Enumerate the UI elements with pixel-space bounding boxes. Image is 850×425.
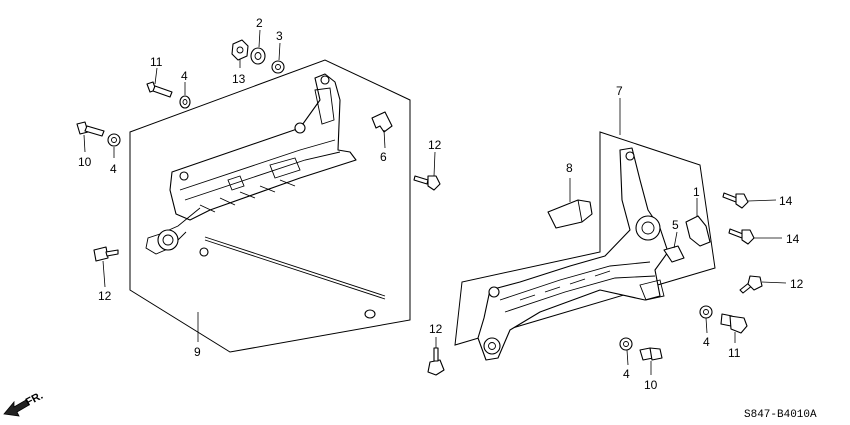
bolt-12-d xyxy=(427,347,445,376)
bolt-11-right xyxy=(720,313,748,334)
bolt-14-b xyxy=(728,228,755,245)
callout-4: 4 xyxy=(623,367,630,381)
leader-lines xyxy=(83,29,787,375)
washer-2 xyxy=(250,47,266,65)
front-direction-label: FR. xyxy=(24,390,45,409)
callout-14: 14 xyxy=(786,232,800,246)
bracket-1 xyxy=(685,215,711,247)
bolt-10-left xyxy=(76,121,105,137)
bolt-12-c xyxy=(739,275,763,294)
bolt-12-b xyxy=(93,246,119,262)
callout-1: 1 xyxy=(693,185,700,199)
washer-4-bottom xyxy=(619,337,633,351)
callout-14: 14 xyxy=(779,194,793,208)
clip-6 xyxy=(371,111,393,133)
bolt-10-right xyxy=(639,347,663,361)
clip xyxy=(364,309,376,319)
callout-6: 6 xyxy=(380,150,387,164)
callout-8: 8 xyxy=(566,161,573,175)
catalog-code: S847-B4010A xyxy=(744,409,817,421)
callout-13: 13 xyxy=(232,72,246,86)
callout-2: 2 xyxy=(256,16,263,30)
bolt-14-a xyxy=(722,192,749,209)
callout-4: 4 xyxy=(110,162,117,176)
callout-12: 12 xyxy=(790,277,804,291)
left-seat-rail-part xyxy=(145,73,357,255)
right-seat-rail-part xyxy=(477,147,669,361)
adjuster-cable xyxy=(204,236,386,297)
bolt-11-left xyxy=(146,81,173,98)
clip-5 xyxy=(663,245,685,263)
front-direction-indicator: FR. xyxy=(3,390,45,417)
callout-7: 7 xyxy=(616,84,623,98)
nut-3 xyxy=(271,60,285,74)
callout-10: 10 xyxy=(78,155,92,169)
bolt-12-a xyxy=(413,175,441,191)
callout-12: 12 xyxy=(429,322,443,336)
callout-11: 11 xyxy=(728,346,741,360)
callout-labels: 2 3 13 11 4 10 4 6 12 12 9 7 8 1 5 14 14… xyxy=(78,16,804,392)
callout-3: 3 xyxy=(276,29,283,43)
washer-4-top-left xyxy=(179,95,191,109)
washer xyxy=(199,247,209,257)
washer-4-right xyxy=(699,305,713,319)
callout-5: 5 xyxy=(672,218,679,232)
callout-12: 12 xyxy=(428,138,442,152)
left-assembly-frame xyxy=(129,59,411,353)
callout-9: 9 xyxy=(194,345,201,359)
callout-12: 12 xyxy=(98,289,112,303)
callout-11: 11 xyxy=(150,55,163,69)
callout-10: 10 xyxy=(644,378,658,392)
nut-13 xyxy=(231,39,249,61)
left-seat-adjuster-group xyxy=(129,59,411,353)
washer-4-left xyxy=(107,133,121,147)
callout-4: 4 xyxy=(181,69,188,83)
front-arrow-icon xyxy=(3,399,30,417)
right-assembly-frame xyxy=(454,131,716,346)
callout-4: 4 xyxy=(703,335,710,349)
cover-8 xyxy=(547,199,593,229)
